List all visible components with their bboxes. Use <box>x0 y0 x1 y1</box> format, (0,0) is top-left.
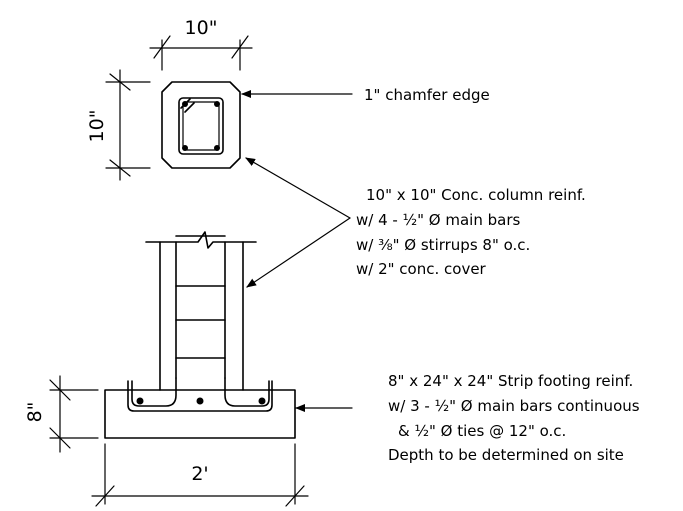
dimension-column-height: 10" <box>86 69 151 181</box>
footing-width-label: 2' <box>191 463 208 485</box>
footing-bar <box>258 397 266 405</box>
footing-note-line-4: Depth to be determined on site <box>388 446 624 464</box>
footing-outline <box>104 389 296 439</box>
column-note-leader-top <box>245 157 351 219</box>
main-bar <box>214 101 220 107</box>
column-width-label: 10" <box>185 17 218 39</box>
column-note-line-1: 10" x 10" Conc. column reinf. <box>366 186 586 204</box>
dimension-footing-width: 2' <box>91 443 309 507</box>
main-bar <box>214 145 220 151</box>
column-note-line-4: w/ 2" conc. cover <box>356 260 487 278</box>
main-bar <box>182 101 188 107</box>
column-note-line-2: w/ 4 - ½" Ø main bars <box>356 211 520 229</box>
dimension-footing-depth: 8" <box>24 375 99 453</box>
footing-note-line-2: w/ 3 - ½" Ø main bars continuous <box>388 397 640 415</box>
main-bar <box>182 145 188 151</box>
footing-note-line-1: 8" x 24" x 24" Strip footing reinf. <box>388 372 633 390</box>
column-elevation <box>145 231 257 391</box>
column-outline <box>161 81 241 169</box>
column-height-label: 10" <box>86 110 108 143</box>
column-note-leader-bottom <box>246 217 351 288</box>
chamfer-note: 1" chamfer edge <box>364 86 490 104</box>
column-note-line-3: w/ ⅜" Ø stirrups 8" o.c. <box>356 236 530 254</box>
footing-bar <box>196 397 204 405</box>
footing-note-line-3: & ½" Ø ties @ 12" o.c. <box>398 422 566 440</box>
footing-bar <box>136 397 144 405</box>
footing-section <box>104 377 296 439</box>
dimension-column-width: 10" <box>149 17 253 71</box>
footing-depth-label: 8" <box>24 402 46 423</box>
column-section-plan <box>161 81 241 169</box>
stirrup <box>178 97 224 155</box>
